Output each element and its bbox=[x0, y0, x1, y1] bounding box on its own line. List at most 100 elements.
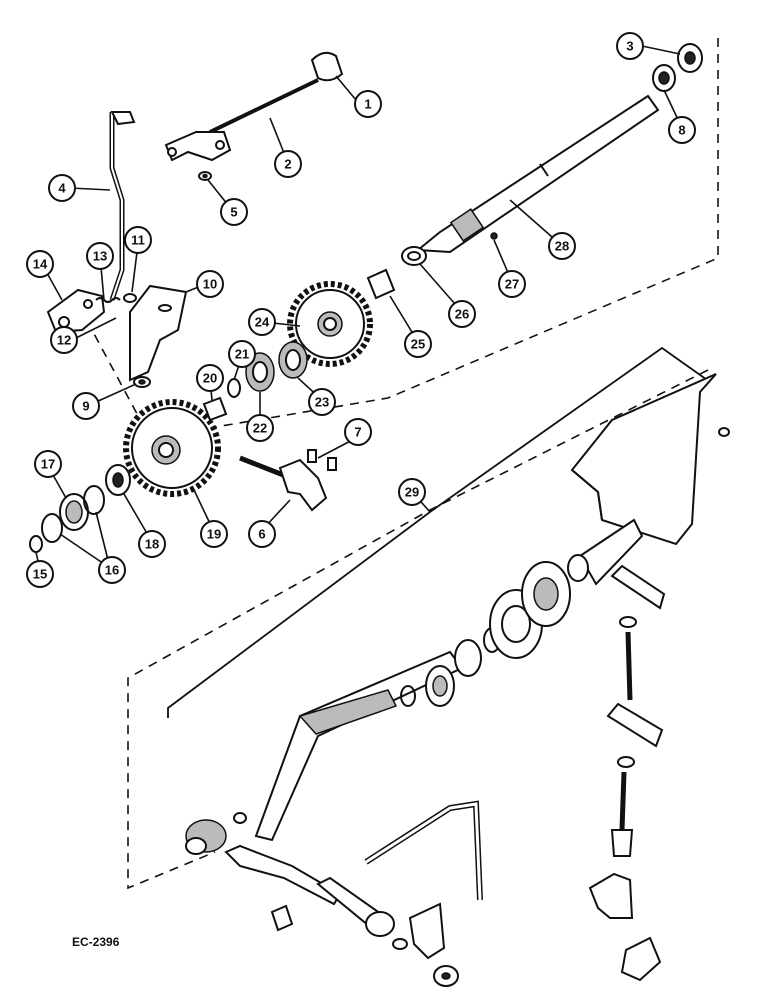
callout-21: 21 bbox=[228, 340, 256, 368]
callout-label: 4 bbox=[58, 181, 66, 196]
callout-label: 24 bbox=[255, 315, 270, 330]
callout-19: 19 bbox=[200, 520, 228, 548]
callout-label: 2 bbox=[284, 157, 291, 172]
callout-label: 20 bbox=[203, 371, 217, 386]
callout-5: 5 bbox=[220, 198, 248, 226]
callout-25: 25 bbox=[404, 330, 432, 358]
spring-13 bbox=[95, 297, 121, 303]
callout-circle bbox=[200, 520, 228, 548]
small-plug bbox=[270, 904, 294, 932]
callout-label: 27 bbox=[505, 277, 519, 292]
callout-circle bbox=[248, 308, 276, 336]
callout-label: 25 bbox=[411, 337, 425, 352]
callout-label: 29 bbox=[405, 485, 419, 500]
ball-27 bbox=[490, 232, 498, 240]
callout-circle bbox=[48, 174, 76, 202]
callout-label: 1 bbox=[364, 97, 371, 112]
gear-19 bbox=[123, 399, 221, 497]
callout-20: 20 bbox=[196, 364, 224, 392]
dashed-boundary-upper bbox=[91, 38, 719, 439]
figure-code: EC-2396 bbox=[72, 935, 120, 949]
callout-circle bbox=[50, 326, 78, 354]
coupler-23 bbox=[278, 341, 308, 379]
callout-18: 18 bbox=[138, 530, 166, 558]
coupling-left bbox=[185, 812, 247, 855]
flange-plates bbox=[489, 561, 571, 659]
callout-circle bbox=[86, 242, 114, 270]
callout-circle bbox=[448, 300, 476, 328]
main-shaft-28 bbox=[415, 94, 660, 254]
callout-26: 26 bbox=[448, 300, 476, 328]
bearing-3 bbox=[677, 43, 703, 73]
pin-lower bbox=[610, 756, 635, 857]
callout-6: 6 bbox=[248, 520, 276, 548]
callout-circle bbox=[124, 226, 152, 254]
callout-circle bbox=[344, 418, 372, 446]
callout-12: 12 bbox=[50, 326, 78, 354]
callout-9: 9 bbox=[72, 392, 100, 420]
washer-26 bbox=[401, 246, 427, 266]
ring-21 bbox=[227, 378, 241, 398]
callout-15: 15 bbox=[26, 560, 54, 588]
callout-label: 26 bbox=[455, 307, 469, 322]
callout-circle bbox=[354, 90, 382, 118]
rod-knob bbox=[310, 51, 344, 82]
callout-11: 11 bbox=[124, 226, 152, 254]
callout-circle bbox=[246, 414, 274, 442]
callout-3: 3 bbox=[616, 32, 644, 60]
lower-bracket bbox=[408, 902, 446, 960]
lever-14 bbox=[46, 288, 106, 334]
callout-14: 14 bbox=[26, 250, 54, 278]
callout-label: 12 bbox=[57, 333, 71, 348]
callout-label: 28 bbox=[555, 239, 569, 254]
shield-cover bbox=[570, 373, 730, 546]
bushing-25 bbox=[366, 268, 396, 300]
callout-circle bbox=[616, 32, 644, 60]
seal-18 bbox=[105, 464, 131, 496]
callout-circle bbox=[548, 232, 576, 260]
callout-circle bbox=[138, 530, 166, 558]
callout-28: 28 bbox=[548, 232, 576, 260]
bent-rod bbox=[364, 800, 483, 901]
callout-circle bbox=[26, 250, 54, 278]
callout-8: 8 bbox=[668, 116, 696, 144]
handle-lower bbox=[606, 702, 664, 748]
callout-label: 10 bbox=[203, 277, 217, 292]
callout-circle bbox=[196, 270, 224, 298]
washer-11 bbox=[123, 293, 137, 303]
right-bracket bbox=[588, 872, 634, 919]
tube-lower bbox=[316, 876, 395, 937]
callout-29: 29 bbox=[398, 478, 426, 506]
callout-label: 7 bbox=[354, 425, 361, 440]
washer-5 bbox=[198, 171, 212, 181]
callout-label: 22 bbox=[253, 421, 267, 436]
callout-10: 10 bbox=[196, 270, 224, 298]
callout-circle bbox=[196, 364, 224, 392]
callout-circle bbox=[308, 388, 336, 416]
callout-label: 6 bbox=[258, 527, 265, 542]
callout-label: 23 bbox=[315, 395, 329, 410]
stub-shaft bbox=[567, 518, 644, 586]
callout-circle bbox=[398, 478, 426, 506]
callout-label: 16 bbox=[105, 563, 119, 578]
callout-23: 23 bbox=[308, 388, 336, 416]
callout-label: 3 bbox=[626, 39, 633, 54]
o-ring-bottom bbox=[392, 938, 408, 950]
pin-upper bbox=[619, 616, 637, 701]
callout-label: 5 bbox=[230, 205, 237, 220]
gear-24 bbox=[287, 281, 373, 367]
callout-circle bbox=[98, 556, 126, 584]
callout-16: 16 bbox=[98, 556, 126, 584]
pins-7 bbox=[307, 449, 337, 471]
handle-upper bbox=[610, 564, 666, 610]
callout-circle bbox=[248, 520, 276, 548]
callout-label: 8 bbox=[678, 123, 685, 138]
end-cap bbox=[620, 936, 662, 982]
callout-label: 17 bbox=[41, 457, 55, 472]
bracket-10 bbox=[129, 284, 188, 382]
callout-circle bbox=[34, 450, 62, 478]
callout-circle bbox=[26, 560, 54, 588]
callout-circle bbox=[220, 198, 248, 226]
collar-bottom bbox=[433, 965, 459, 987]
